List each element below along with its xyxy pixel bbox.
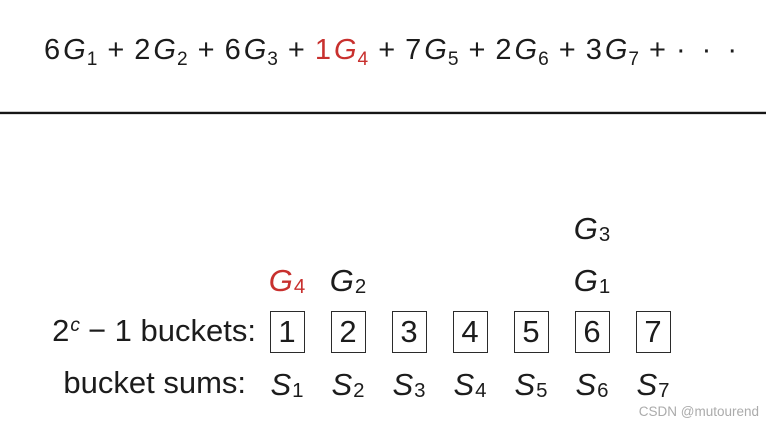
coefficient: 2 (134, 34, 151, 66)
bucket-box-3: 3 (391, 311, 427, 353)
bucket-7-upper-label (653, 205, 654, 253)
coefficient: 6 (44, 34, 61, 66)
plus-operator: + (378, 34, 396, 66)
subscript: 4 (357, 48, 369, 70)
bucket-4-lower-label (470, 253, 471, 308)
bucket-number: 6 (583, 314, 601, 349)
bucket-box-7: 7 (635, 311, 671, 353)
bucket-7-lower-label (653, 253, 654, 308)
base-two: 2 (52, 313, 70, 348)
bucket-4-upper-label (470, 205, 471, 253)
subscript: 6 (538, 48, 549, 70)
bucket-box-4: 4 (452, 311, 488, 353)
coefficient: 6 (224, 34, 241, 66)
subscript: 7 (628, 48, 640, 70)
plus-operator: + (107, 34, 125, 66)
bucket-3-upper-label (409, 205, 410, 253)
bucket-2-upper-label (348, 205, 349, 253)
group-symbol: G (333, 34, 357, 66)
plus-operator: + (468, 34, 486, 66)
plus-operator: + (649, 34, 666, 66)
bucket-1-upper-label (287, 205, 288, 253)
bucket-box-2: 2 (330, 311, 366, 353)
bucket-number: 2 (339, 314, 357, 349)
bucket-5-upper-label (531, 205, 532, 253)
group-symbol: G (514, 34, 538, 66)
exponent-c: c (70, 315, 80, 337)
bucket-number: 5 (522, 314, 540, 349)
group-symbol: G (604, 34, 628, 66)
bucket-number: 7 (644, 314, 662, 349)
plus-operator: + (197, 34, 215, 66)
csdn-watermark: CSDN @mutourend (638, 404, 759, 419)
bucket-number: 3 (400, 314, 418, 349)
group-symbol: G (424, 34, 447, 66)
bucket-5-lower-label (531, 253, 532, 308)
ellipsis: · · · (675, 34, 742, 66)
bucket-3-lower-label (409, 253, 410, 308)
subscript: 1 (86, 48, 98, 70)
bucket-box-1: 1 (269, 311, 305, 353)
coefficient: 3 (585, 34, 602, 66)
subscript: 3 (267, 48, 278, 70)
plus-operator: + (287, 34, 305, 66)
buckets-label-text: − 1 buckets: (87, 313, 256, 348)
coefficient: 2 (495, 34, 512, 66)
subscript: 2 (176, 48, 188, 70)
bucket-sums-row-label: bucket sums: (63, 365, 246, 400)
subscript: 5 (447, 48, 459, 70)
coefficient: 7 (405, 34, 422, 66)
bucket-number: 1 (278, 314, 296, 349)
buckets-row-label: 2c − 1 buckets: (0, 308, 256, 359)
bucket-number: 4 (461, 314, 479, 349)
group-symbol: G (153, 34, 176, 66)
group-symbol: G (63, 34, 86, 66)
group-symbol: G (243, 34, 267, 66)
coefficient: 1 (314, 34, 331, 66)
divider-rule (0, 111, 766, 115)
bucket-box-6: 6 (574, 311, 610, 353)
bucket-box-5: 5 (513, 311, 549, 353)
plus-operator: + (558, 34, 576, 66)
